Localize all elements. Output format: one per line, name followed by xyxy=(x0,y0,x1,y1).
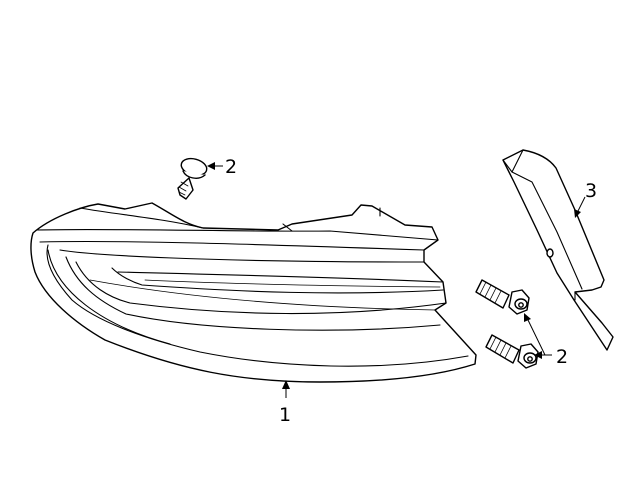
tail-lamp-assembly xyxy=(30,202,477,383)
screw-lower xyxy=(485,334,539,369)
callout-2-bottom: 2 xyxy=(556,346,568,368)
callout-3: 3 xyxy=(585,180,597,202)
callout-2-top: 2 xyxy=(225,156,237,178)
screw-upper xyxy=(475,279,530,315)
callout-1: 1 xyxy=(279,404,291,426)
callout-leaders xyxy=(207,162,586,398)
push-in-fastener-top xyxy=(177,157,208,200)
